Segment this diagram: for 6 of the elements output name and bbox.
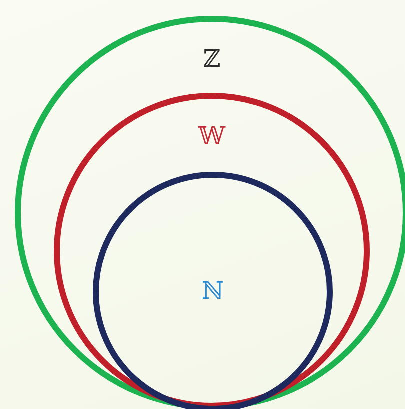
set-symbol: 𝕎 (198, 122, 226, 150)
set-circle (15, 16, 405, 409)
set-circle (54, 93, 370, 409)
set-symbol: ℤ (203, 45, 221, 73)
set-symbol: ℕ (202, 277, 224, 305)
set-circle (93, 172, 333, 409)
